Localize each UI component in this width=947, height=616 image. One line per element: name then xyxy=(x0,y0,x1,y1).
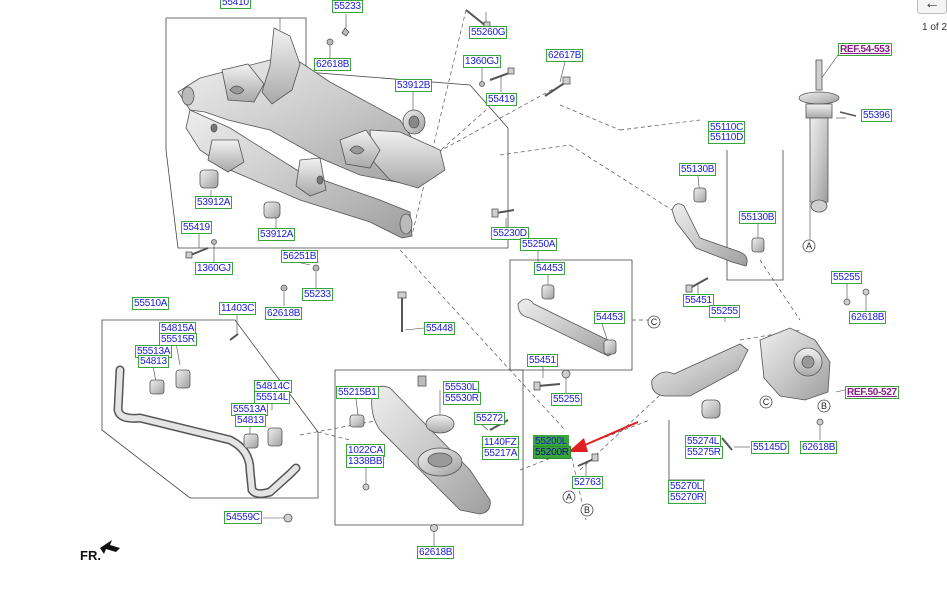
part-label-55233-mid[interactable]: 55233 xyxy=(302,288,333,301)
part-label-55451-right[interactable]: 55451 xyxy=(683,294,714,307)
stabilizer-bar xyxy=(113,365,301,499)
callout-circles xyxy=(562,239,831,517)
part-label-55217a[interactable]: 55217A xyxy=(482,447,520,460)
part-label-1140fz[interactable]: 1140FZ xyxy=(482,436,519,449)
part-label-53912a-mid[interactable]: 53912A xyxy=(258,228,296,241)
part-label-52763[interactable]: 52763 xyxy=(572,476,603,489)
crossmember-bushings xyxy=(199,27,485,292)
reference-link-54-553[interactable]: REF.54-553 xyxy=(838,43,892,56)
part-label-11403c[interactable]: 11403C xyxy=(219,302,257,315)
part-label-1360gj-left[interactable]: 1360GJ xyxy=(195,262,233,275)
stabilizer-bushings xyxy=(149,369,283,449)
part-label-55255-right[interactable]: 55255 xyxy=(709,305,740,318)
part-label-54813-bot[interactable]: 54813 xyxy=(235,414,266,427)
part-label-55130b-top[interactable]: 55130B xyxy=(679,163,717,176)
part-label-55200r[interactable]: 55200R xyxy=(533,446,571,459)
callout-c-knuckle xyxy=(759,395,773,409)
callout-a-shock xyxy=(802,239,816,253)
lower-control-arm xyxy=(349,375,491,515)
callout-b-knuckle xyxy=(817,399,831,413)
part-label-54453-mid[interactable]: 54453 xyxy=(594,311,625,324)
upper-arm-frame xyxy=(726,150,784,281)
callout-b-knuckle-text: B xyxy=(821,401,827,411)
callout-a-lower-arm-text: A xyxy=(566,492,572,502)
part-label-56251b[interactable]: 56251B xyxy=(281,250,319,263)
part-label-53912a-left[interactable]: 53912A xyxy=(195,196,233,209)
part-label-55215b1[interactable]: 55215B1 xyxy=(336,386,379,399)
lower-arm-frame xyxy=(334,369,524,526)
part-label-55396[interactable]: 55396 xyxy=(861,109,892,122)
part-label-55260g[interactable]: 55260G xyxy=(469,26,508,39)
page-indicator: 1 of 2 xyxy=(922,22,947,33)
part-label-53912b[interactable]: 53912B xyxy=(395,79,433,92)
part-label-55130b-right[interactable]: 55130B xyxy=(739,211,777,224)
part-label-55410[interactable]: 55410 xyxy=(220,0,251,9)
carrier-knuckle xyxy=(759,327,831,401)
part-label-55419-left[interactable]: 55419 xyxy=(181,221,212,234)
part-label-55145d[interactable]: 55145D xyxy=(751,441,789,454)
part-label-55515r[interactable]: 55515R xyxy=(159,333,197,346)
part-label-54559c[interactable]: 54559C xyxy=(224,511,262,524)
part-label-55419-top[interactable]: 55419 xyxy=(486,93,517,106)
part-label-1338bb[interactable]: 1338BB xyxy=(346,455,385,468)
front-direction-arrow xyxy=(100,540,120,554)
part-label-55275r[interactable]: 55275R xyxy=(685,446,723,459)
callout-a-lower-arm xyxy=(562,490,576,504)
shock-absorber xyxy=(798,59,840,213)
bolts xyxy=(185,9,870,532)
trailing-arm xyxy=(651,343,749,419)
upper-control-arm xyxy=(671,187,765,267)
stabilizer-frame xyxy=(101,319,319,499)
callout-b-lower-arm-text: B xyxy=(584,505,590,515)
highlight-pointer-arrow xyxy=(568,421,639,452)
part-label-62618b-mid[interactable]: 62618B xyxy=(265,307,303,320)
callout-c-trailing-link xyxy=(647,315,661,329)
callout-c-knuckle-text: C xyxy=(763,397,770,407)
callout-c-trailing-link-text: C xyxy=(651,317,658,327)
part-label-55255-mid[interactable]: 55255 xyxy=(551,393,582,406)
part-label-54813-top[interactable]: 54813 xyxy=(138,355,169,368)
front-direction-label: FR. xyxy=(80,548,101,563)
callout-letters: C A B A C B xyxy=(566,241,827,515)
previous-page-button[interactable]: ← xyxy=(917,0,947,14)
part-label-62618b-br[interactable]: 62618B xyxy=(800,441,838,454)
part-label-55233-top[interactable]: 55233 xyxy=(332,0,363,13)
part-label-55510a[interactable]: 55510A xyxy=(132,297,170,310)
part-label-55255-far[interactable]: 55255 xyxy=(831,271,862,284)
trailing-link-frame xyxy=(509,259,633,371)
arrow-left-icon: ← xyxy=(924,0,940,12)
callout-b-lower-arm xyxy=(580,503,594,517)
crossmember-frame xyxy=(165,17,509,249)
part-label-62618b-top[interactable]: 62618B xyxy=(314,58,352,71)
trailing-link xyxy=(517,284,617,357)
callout-a-shock-text: A xyxy=(806,241,812,251)
part-label-55230d[interactable]: 55230D xyxy=(491,227,529,240)
leader-lines xyxy=(152,12,867,546)
rear-crossmember xyxy=(177,27,446,239)
part-label-55448[interactable]: 55448 xyxy=(424,322,455,335)
part-label-55270r[interactable]: 55270R xyxy=(668,491,706,504)
reference-link-50-527[interactable]: REF.50-527 xyxy=(845,386,899,399)
part-label-62617b[interactable]: 62617B xyxy=(546,49,584,62)
part-label-55451-mid[interactable]: 55451 xyxy=(527,354,558,367)
part-label-55250a[interactable]: 55250A xyxy=(520,238,558,251)
part-label-54453-top[interactable]: 54453 xyxy=(534,262,565,275)
part-label-55272[interactable]: 55272 xyxy=(474,412,505,425)
part-label-62618b-far[interactable]: 62618B xyxy=(849,311,887,324)
part-label-55530r[interactable]: 55530R xyxy=(443,392,481,405)
part-label-62618b-bot[interactable]: 62618B xyxy=(417,546,455,559)
part-label-55514l[interactable]: 55514L xyxy=(254,391,291,404)
part-label-1360gj-top[interactable]: 1360GJ xyxy=(463,55,501,68)
part-label-55110d[interactable]: 55110D xyxy=(708,131,746,144)
